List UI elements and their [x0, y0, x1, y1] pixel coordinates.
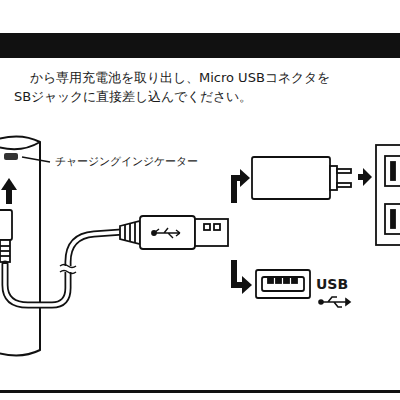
break-mark — [60, 265, 76, 274]
leader-line — [22, 157, 50, 162]
port-label: USB — [316, 276, 348, 293]
charging-indicator — [4, 153, 18, 160]
indicator-label: チャージングインジケーター — [55, 155, 198, 168]
battery — [0, 136, 40, 355]
usb-a-plug — [120, 216, 228, 249]
usb-port — [256, 270, 310, 298]
header-bar — [0, 33, 400, 58]
ac-adapter — [252, 157, 351, 199]
micro-usb-connector — [0, 210, 12, 262]
instruction-text: から専用充電池を取り出し、Micro USBコネクタを — [30, 70, 330, 86]
cable-core — [5, 232, 122, 305]
usb-symbol — [319, 297, 350, 307]
bottom-rule — [0, 390, 400, 393]
insert-arrow — [1, 178, 17, 204]
cable — [5, 232, 122, 305]
wall-outlet — [376, 145, 400, 245]
instruction-text: SBジャックに直接差し込んでください。 — [14, 89, 252, 105]
